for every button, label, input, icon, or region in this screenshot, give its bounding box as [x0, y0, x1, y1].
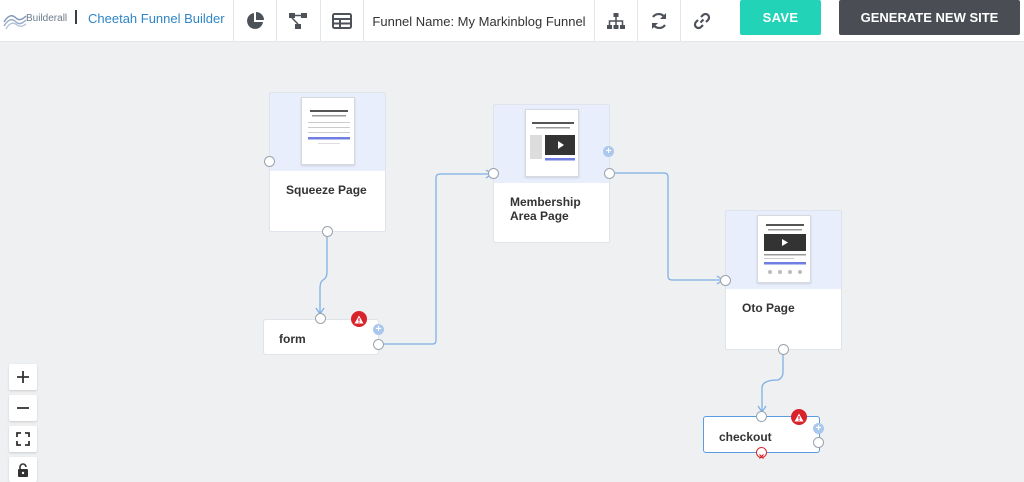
- page-thumbnail-area: [726, 211, 841, 289]
- zoom-in-button[interactable]: [9, 364, 37, 390]
- page-card-squeeze[interactable]: Squeeze Page: [269, 92, 386, 232]
- input-port[interactable]: [720, 275, 731, 286]
- fit-screen-button[interactable]: [9, 426, 37, 452]
- warning-triangle-icon: [794, 413, 804, 421]
- output-port[interactable]: [322, 226, 333, 237]
- page-thumbnail: [525, 109, 579, 177]
- page-card-membership[interactable]: Membership Area Page: [493, 104, 610, 243]
- output-port[interactable]: [373, 339, 384, 350]
- funnel-name[interactable]: Funnel Name: My Markinblog Funnel: [363, 0, 594, 42]
- divider: [75, 10, 77, 24]
- zoom-in-icon: [17, 371, 29, 383]
- lock-button[interactable]: [9, 457, 37, 482]
- warning-triangle-icon: [354, 315, 364, 323]
- output-port[interactable]: [778, 344, 789, 355]
- app-title[interactable]: Cheetah Funnel Builder: [88, 11, 225, 26]
- sitemap-button[interactable]: [594, 0, 637, 42]
- add-step-plus-icon[interactable]: +: [813, 423, 824, 434]
- sitemap-icon: [607, 13, 625, 29]
- page-label: Oto Page: [742, 301, 795, 315]
- lock-icon: [18, 462, 28, 477]
- page-thumbnail-area: [494, 105, 609, 183]
- zoom-out-icon: [17, 407, 29, 409]
- input-port[interactable]: [756, 411, 767, 422]
- step-label: checkout: [719, 430, 772, 444]
- table-icon: [332, 13, 352, 29]
- page-card-oto[interactable]: Oto Page: [725, 210, 842, 350]
- fit-screen-icon: [16, 432, 30, 446]
- membership-preview-icon: [530, 122, 575, 161]
- output-port[interactable]: [604, 168, 615, 179]
- page-thumbnail: [301, 97, 355, 165]
- analytics-button[interactable]: [233, 0, 276, 42]
- flow-tree-icon: [289, 13, 307, 29]
- page-label: Squeeze Page: [286, 183, 367, 197]
- oto-preview-icon: [764, 224, 806, 274]
- warning-icon[interactable]: [351, 311, 367, 327]
- page-thumbnail: [757, 215, 811, 283]
- input-port[interactable]: [488, 168, 499, 179]
- save-button[interactable]: SAVE: [740, 0, 821, 35]
- refresh-icon: [652, 12, 666, 30]
- zoom-out-button[interactable]: [9, 395, 37, 421]
- step-label: form: [279, 332, 306, 346]
- link-button[interactable]: [680, 0, 723, 42]
- input-port[interactable]: [315, 313, 326, 324]
- warning-icon[interactable]: [791, 409, 807, 425]
- logo-text: Builderall: [26, 13, 68, 24]
- squeeze-preview-icon: [308, 110, 350, 144]
- builderall-logo-icon: [3, 15, 27, 30]
- page-label: Membership Area Page: [510, 195, 581, 223]
- generate-new-site-button[interactable]: GENERATE NEW SITE: [839, 0, 1020, 35]
- output-port[interactable]: [813, 437, 824, 448]
- close-icon: [759, 454, 764, 459]
- refresh-button[interactable]: [637, 0, 680, 42]
- builderall-logo: [2, 8, 72, 32]
- link-icon: [693, 12, 711, 30]
- top-toolbar: Builderall Cheetah Funnel Builder Funnel…: [0, 0, 1024, 42]
- page-thumbnail-area: [270, 93, 385, 171]
- table-view-button[interactable]: [320, 0, 363, 42]
- flow-view-button[interactable]: [276, 0, 319, 42]
- delete-step-icon[interactable]: [756, 447, 767, 459]
- analytics-pie-icon: [247, 12, 264, 29]
- add-step-plus-icon[interactable]: +: [603, 146, 614, 157]
- add-step-plus-icon[interactable]: +: [373, 324, 384, 335]
- input-port[interactable]: [264, 156, 275, 167]
